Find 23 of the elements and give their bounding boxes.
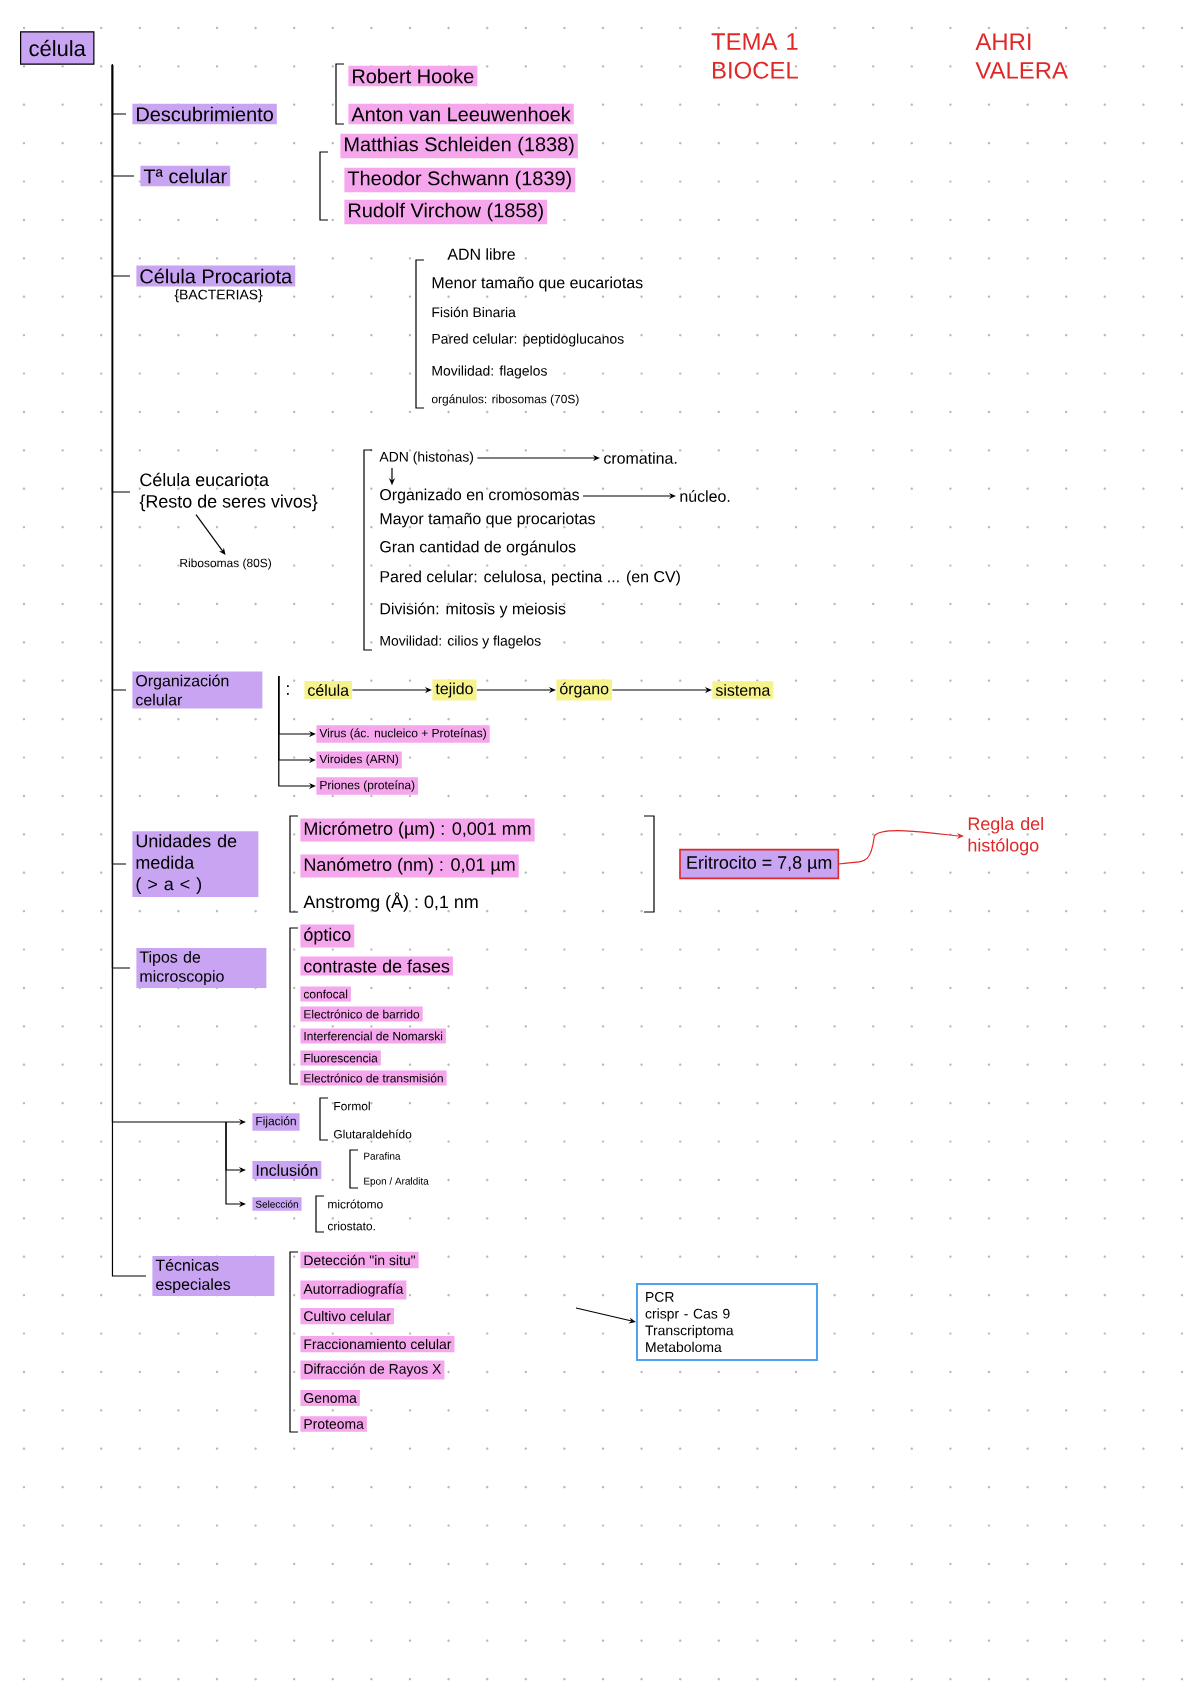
note-text: Anstromg (Å) : 0,1 nm (303, 892, 478, 912)
note-text: contraste de fases (300, 956, 453, 976)
note-text: óptico (300, 924, 355, 948)
note-text: : (287, 685, 289, 695)
note-text: Rudolf Virchow (1858) (344, 199, 548, 225)
topic-text: Unidades de medida ( > a < ) (132, 831, 259, 897)
result-box: Eritrocito = 7,8 µm (679, 848, 840, 880)
note-text: Nanómetro (nm) : 0,01 µm (300, 854, 519, 878)
note-text: Anton van Leeuwenhoek (348, 103, 574, 125)
title-text: TEMA 1 BIOCEL (711, 33, 798, 79)
note-text: Matthias Schleiden (1838) (340, 133, 578, 159)
arrow (837, 830, 964, 865)
note-text: Regla del histólogo (968, 816, 1043, 856)
note-text: Theodor Schwann (1839) (344, 167, 576, 193)
author-text: AHRI VALERA (975, 33, 1068, 79)
title-box: célula (20, 31, 95, 65)
topic-text: Célula Procariota (136, 265, 296, 287)
topic-text: Tª celular (140, 165, 231, 187)
note-text: Célula eucariota {Resto de seres vivos} (139, 472, 318, 512)
note-text: Robert Hooke (348, 65, 478, 87)
tree-connector (111, 64, 246, 1277)
note-text: Micrómetro (µm) : 0,001 mm (300, 818, 535, 842)
topic-text: Descubrimiento (132, 103, 277, 125)
